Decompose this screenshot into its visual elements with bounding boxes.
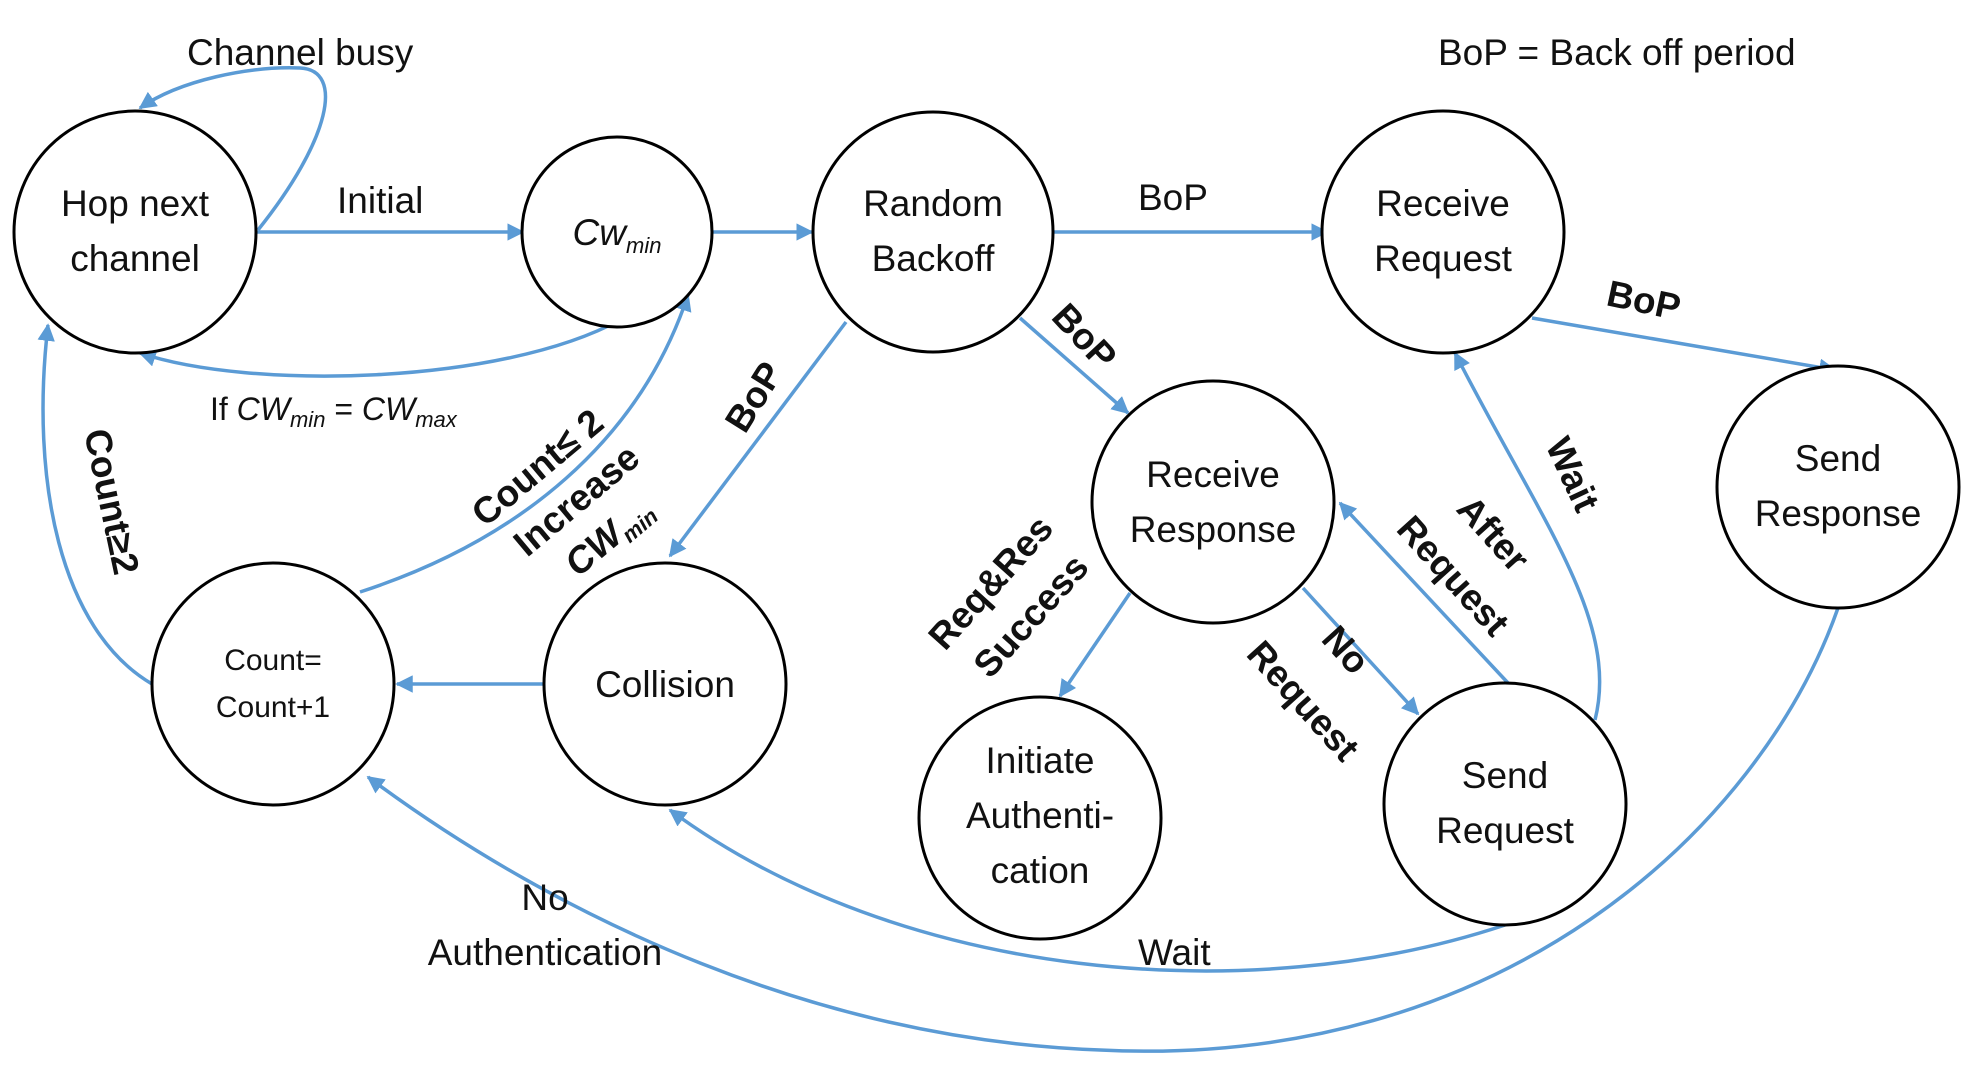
label-no-auth-line1: No (521, 877, 568, 918)
node-collision: Collision (542, 561, 788, 807)
node-sendreq-line2: Request (1436, 810, 1575, 851)
edge-channel-busy (138, 66, 328, 232)
node-hop-line2: channel (70, 238, 200, 279)
node-cwmin-base: Cw (573, 212, 629, 253)
node-sendres-line1: Send (1795, 438, 1881, 479)
label-bop-right: BoP (1603, 273, 1684, 328)
edge-recvres-to-initauth (1058, 592, 1132, 698)
label-if-cw: If CWmin = CWmax (210, 391, 458, 432)
edge-wait-bottom (668, 808, 1506, 973)
edge-cwmin-to-hop (138, 318, 621, 378)
label-no-request-line1: No (1314, 618, 1377, 682)
node-random-line2: Backoff (872, 238, 995, 279)
node-send-response: Send Response (1715, 364, 1961, 610)
label-bop-left: BoP (717, 355, 791, 439)
node-initiate-authentication: Initiate Authenti- cation (917, 695, 1163, 941)
node-cwmin: Cwmin (520, 135, 714, 329)
edge-count-to-cwmin (359, 293, 692, 594)
node-count-line1: Count= (224, 644, 322, 677)
edge-no-auth (366, 607, 1840, 1053)
node-receive-request: Receive Request (1320, 109, 1566, 355)
node-initauth-line3: cation (991, 850, 1090, 891)
node-count-line2: Count+1 (216, 691, 330, 724)
edge-sendreq-to-recvreq (1453, 351, 1602, 721)
node-initauth-line1: Initiate (985, 740, 1094, 781)
node-recvres-line1: Receive (1146, 454, 1280, 495)
node-recvres-line2: Response (1130, 509, 1297, 550)
node-initauth-line2: Authenti- (966, 795, 1114, 836)
node-sendres-line2: Response (1755, 493, 1922, 534)
node-send-request: Send Request (1382, 681, 1628, 927)
node-sendreq-line1: Send (1462, 755, 1548, 796)
node-recvreq-line1: Receive (1376, 183, 1510, 224)
node-count-increment: Count= Count+1 (150, 561, 396, 807)
node-collision-label: Collision (595, 664, 735, 705)
legend-bop: BoP = Back off period (1438, 32, 1796, 73)
edge-count-to-hop (37, 323, 153, 686)
node-cwmin-sub: min (626, 233, 661, 258)
edge-recvres-to-sendreq (1301, 586, 1420, 716)
edge-random-to-collision (668, 320, 848, 558)
label-bop-top: BoP (1138, 177, 1208, 218)
node-receive-response: Receive Response (1090, 379, 1336, 625)
node-recvreq-line2: Request (1374, 238, 1513, 279)
node-random-line1: Random (863, 183, 1003, 224)
label-initial: Initial (337, 180, 423, 221)
node-hop-next-channel: Hop next channel (12, 109, 258, 355)
label-wait-bottom: Wait (1138, 932, 1211, 973)
label-channel-busy: Channel busy (187, 32, 414, 73)
label-no-auth-line2: Authentication (428, 932, 663, 973)
edge-sendreq-to-recvres (1338, 501, 1510, 685)
edges (37, 66, 1840, 1053)
svg-text:Cwmin: Cwmin (573, 212, 662, 258)
label-count-ge2: Count≥2 (76, 425, 147, 578)
edge-recvreq-to-sendres (1531, 316, 1837, 376)
node-random-backoff: Random Backoff (811, 110, 1055, 354)
label-wait-up: Wait (1538, 431, 1608, 518)
node-hop-line1: Hop next (61, 183, 210, 224)
edge-random-to-recvres (1018, 316, 1130, 415)
label-bop-mid: BoP (1044, 295, 1124, 377)
